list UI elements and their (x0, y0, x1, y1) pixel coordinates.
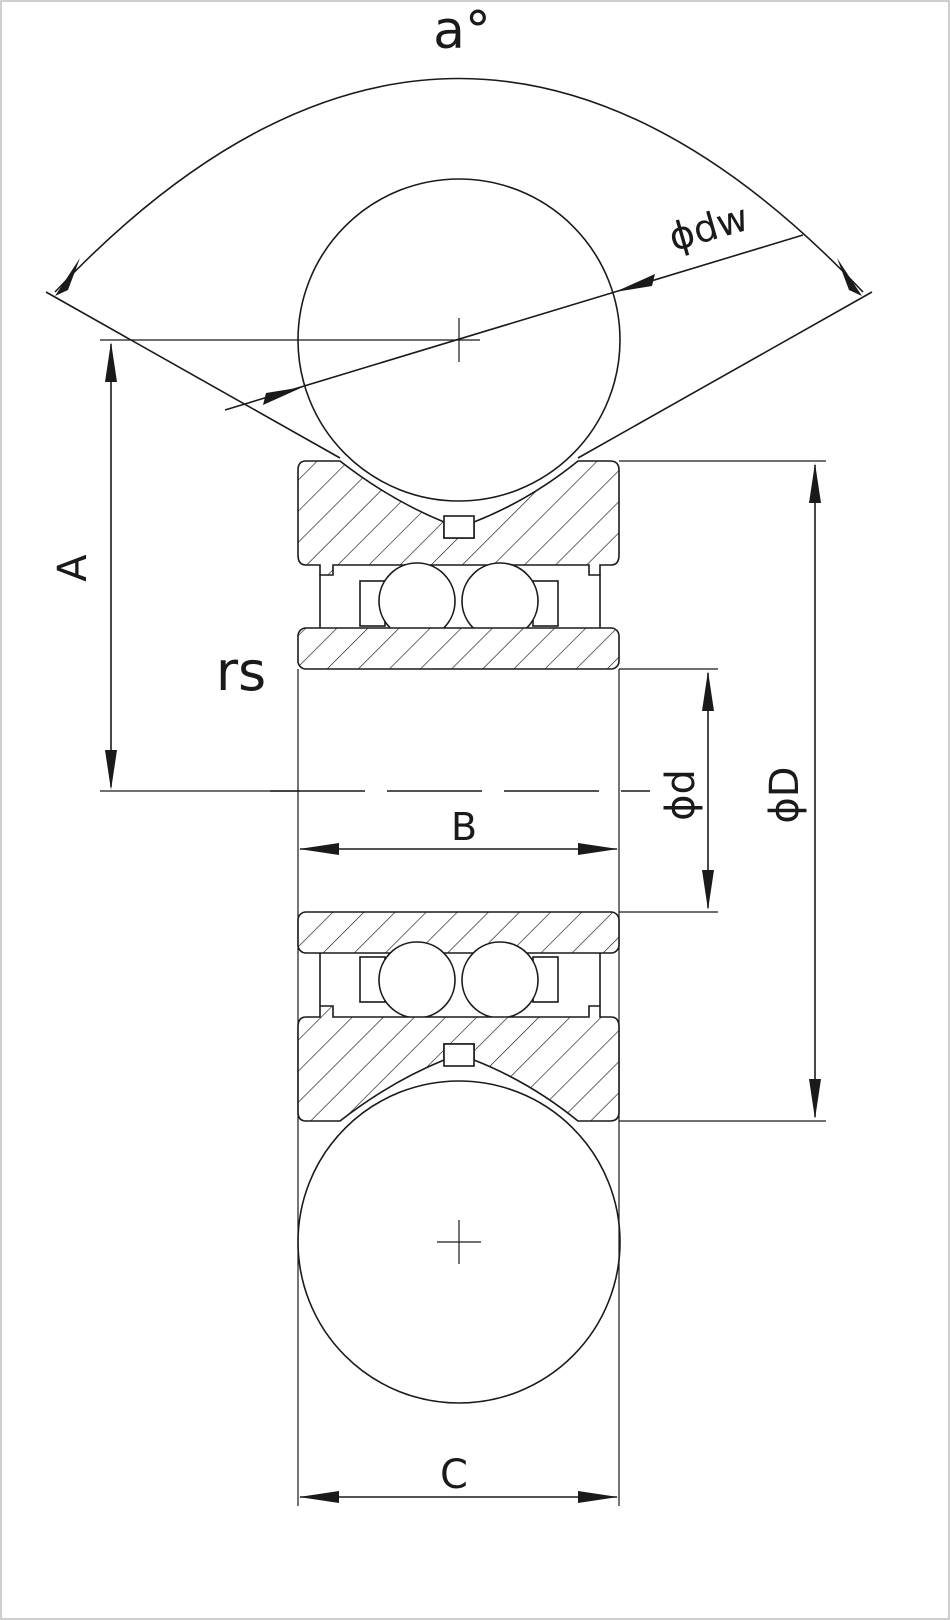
angle-arrow-left (55, 258, 80, 296)
angle-extension-left (45, 291, 341, 459)
angle-label: a° (433, 1, 491, 61)
bore-arrow-bottom (702, 870, 714, 910)
width-b-arrow-left (299, 843, 339, 855)
width-c-dimension: C (299, 1452, 618, 1503)
radius-label: rs (216, 640, 266, 703)
upper-inner-ring (297, 627, 620, 670)
upper-roller-group (100, 178, 621, 502)
width-b-dimension: B (299, 805, 618, 855)
upper-bearing-section (297, 460, 620, 670)
offset-arrow-bottom (105, 750, 117, 790)
offset-arrow-top (105, 342, 117, 382)
outer-arrow-bottom (809, 1079, 821, 1119)
lower-roller-group (297, 1080, 621, 1404)
offset-label: A (50, 554, 96, 582)
width-c-label: C (440, 1452, 468, 1498)
width-c-arrow-right (578, 1491, 618, 1503)
angle-arc (54, 77, 864, 293)
angle-arrow-right (837, 258, 862, 296)
roller-diameter-label: ϕdw (664, 195, 753, 259)
roller-diameter-arrow-upper (615, 274, 655, 292)
bore-arrow-top (702, 671, 714, 711)
lower-roller-circle (297, 1080, 621, 1404)
lower-inner-ring (297, 911, 620, 954)
roller-diameter-dimension: ϕdw (224, 195, 804, 411)
offset-dimension: A (50, 342, 300, 792)
bore-diameter-label: ϕd (658, 769, 704, 821)
roller-diameter-line (224, 234, 804, 411)
outer-diameter-dimension: ϕD (619, 460, 826, 1122)
angle-dimension: a° (45, 1, 873, 459)
outer-diameter-label: ϕD (762, 766, 808, 823)
outer-arrow-top (809, 463, 821, 503)
upper-outer-groove (443, 515, 475, 539)
width-b-arrow-right (578, 843, 618, 855)
lower-outer-groove (443, 1043, 475, 1067)
bore-diameter-dimension: ϕd (619, 668, 718, 913)
width-b-label: B (451, 805, 477, 849)
lower-bearing-section (297, 911, 620, 1122)
lower-ball-left (378, 941, 456, 1019)
angle-extension-right (577, 291, 873, 459)
lower-ball-right (461, 941, 539, 1019)
width-c-arrow-left (299, 1491, 339, 1503)
roller-diameter-arrow-lower (263, 387, 303, 405)
